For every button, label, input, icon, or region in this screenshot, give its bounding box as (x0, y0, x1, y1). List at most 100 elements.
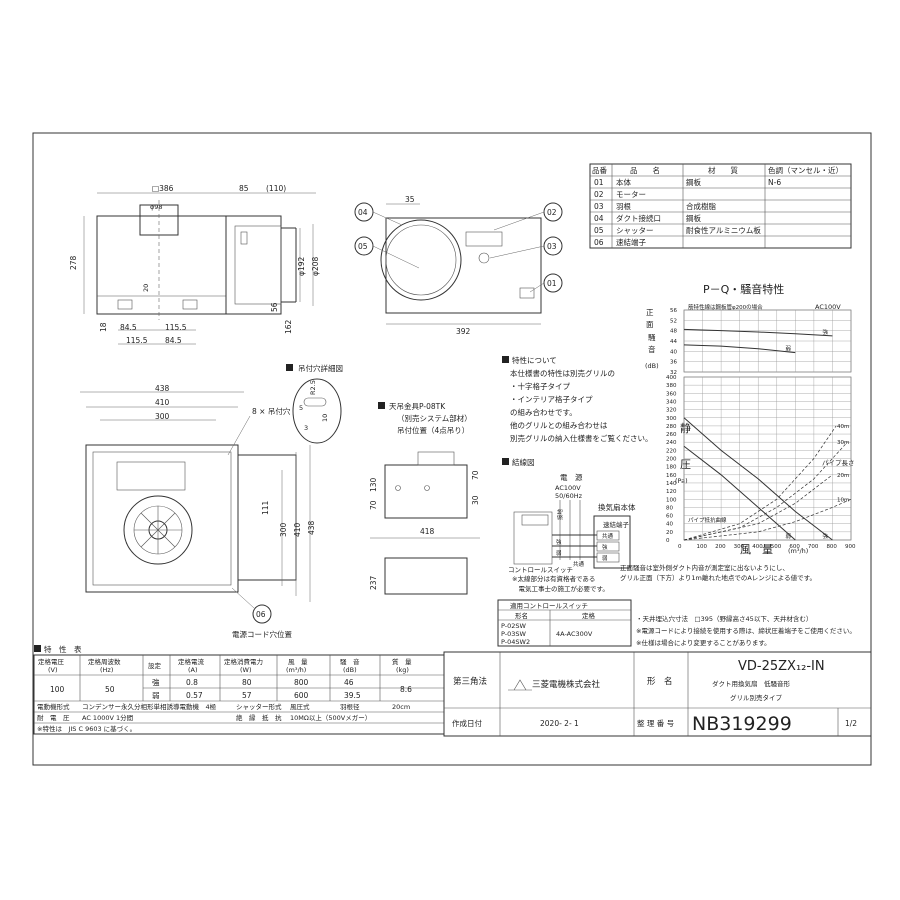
spec-withstand-label: 耐 電 圧 (37, 714, 70, 722)
dim-300-h: 300 (279, 522, 288, 537)
spec-shutter: 風圧式 (290, 702, 310, 711)
pq-y-tick-20: 400 (666, 375, 677, 381)
static-axis-1: 静 (680, 421, 691, 435)
x-tick-4: 400 (752, 544, 763, 550)
detail-r25: R2.5 (309, 380, 317, 395)
spec-flow-0: 800 (294, 678, 309, 687)
parts-header-name: 品 名 (630, 165, 660, 175)
plan-view: 438 410 300 8 × 吊付穴 111 300 410 438 06 電… (80, 384, 316, 639)
parts-header-no: 品番 (592, 165, 607, 175)
model: VD-25ZX₁₂-IN (738, 659, 825, 674)
pipe-legend: パイプ長さ (822, 459, 855, 467)
power-spec-2: 50/60Hz (555, 492, 583, 500)
spec-motor-label: 電動機形式 (37, 702, 70, 711)
x-tick-7: 700 (808, 544, 819, 550)
dim-70-b: 70 (471, 470, 480, 480)
x-tick-8: 800 (826, 544, 837, 550)
dim-115-5-a: 115.5 (165, 323, 187, 332)
title-block: 第三角法 三菱電機株式会社 形 名 VD-25ZX₁₂-IN ダクト用換気扇 低… (443, 651, 872, 737)
callout-05: 05 (358, 242, 368, 251)
noise-y-tick-0: 32 (670, 370, 677, 376)
callout-02: 02 (547, 208, 557, 217)
right-note-2: ※電源コードにより接続を使用する際は、締状圧着端子をご使用ください。 (636, 626, 856, 635)
noise-line-label-1: 弱 (785, 346, 791, 353)
pq-y-tick-14: 280 (666, 424, 677, 430)
parts-cell-0-3: N-6 (768, 178, 781, 187)
spec-h-mass: 質 量 (392, 657, 412, 666)
dim-18: 18 (99, 322, 108, 332)
pq-line-2 (683, 425, 837, 541)
pq-y-tick-0: 0 (666, 538, 670, 544)
date: 2020- 2- 1 (540, 719, 579, 728)
bracket-line1: （別売システム部材） (397, 413, 472, 423)
noise-axis-label: 騒 (648, 333, 656, 342)
spec-h-setting: 設定 (148, 661, 162, 670)
pq-line-label-1: 弱 (785, 533, 791, 540)
spec-insulation-label: 絶 縁 抵 抗 (236, 713, 282, 722)
company-logo (508, 679, 532, 691)
switch-model-3: P-04SW2 (501, 638, 530, 646)
dim-85: 85 (239, 184, 249, 193)
dim-208: φ208 (311, 257, 320, 276)
callout-06: 06 (256, 610, 266, 619)
spec-h-noise: 騒 音 (340, 657, 360, 666)
spec-mass: 8.6 (400, 685, 412, 694)
power-spec-1: AC100V (555, 484, 581, 492)
dim-56: 56 (270, 302, 279, 312)
parts-cell-1-1: モーター (616, 190, 646, 199)
noise-line-0 (683, 328, 833, 337)
noise-y-tick-2: 40 (670, 349, 677, 355)
wiring-note-1: ※太線部分は有資格者である (512, 574, 595, 583)
spec-h-current: 定格電流 (178, 657, 205, 666)
parts-cell-3-2: 鋼板 (686, 213, 701, 223)
pq-line-0 (683, 417, 833, 541)
detail-5: 5 (299, 404, 303, 412)
end-view: 35 392 04 05 02 03 01 (354, 195, 563, 336)
switch-model-2: P-03SW (501, 630, 527, 638)
switch-header-rating: 定格 (582, 611, 596, 620)
static-unit: (Pa) (675, 477, 688, 485)
right-note-1: ・天井埋込穴寸法 □395（野縁高さ45以下、天井材含む） (636, 614, 812, 623)
spec-h-voltage: 定格電圧 (38, 657, 65, 666)
spec-power-0: 80 (242, 678, 252, 687)
chart-top-note: 筋特性線は鋼板管φ200の場合 (688, 303, 763, 311)
parts-cell-1-0: 02 (594, 190, 604, 199)
spec-h-freq-unit: (Hz) (100, 666, 113, 674)
noise-y-tick-3: 44 (670, 339, 677, 345)
feature-line-1: ・十字格子タイプ (510, 381, 570, 391)
parts-cell-2-0: 03 (594, 202, 604, 211)
switch-header-model: 形名 (515, 611, 528, 620)
chart-title: P－Q・騒音特性 (703, 282, 784, 296)
dim-192: φ192 (297, 257, 306, 276)
spec-h-freq: 定格周波数 (88, 657, 121, 666)
terminal-common: 共通 (602, 532, 614, 540)
noise-axis-word-2: 面 (646, 320, 654, 329)
noise-note-1: 正面騒音は室外側ダクト内音が測定室に出ないようにし、 (620, 563, 789, 572)
spec-h-power: 定格消費電力 (224, 657, 263, 666)
drawing-number: NB319299 (692, 713, 792, 735)
spec-h-current-unit: (A) (188, 666, 198, 674)
pq-y-tick-8: 160 (666, 473, 677, 479)
callout-03: 03 (547, 242, 557, 251)
noise-y-tick-1: 36 (670, 360, 677, 366)
spec-voltage: 100 (50, 685, 65, 694)
pq-line-label-5: 10m (837, 497, 849, 503)
spec-motor: コンデンサー永久分相形単相誘導電動機 4極 (82, 702, 217, 711)
switch-table-title: 適用コントロールスイッチ (510, 601, 588, 610)
dim-84-5-b: 84.5 (165, 336, 182, 345)
feature-line-2: ・インテリア格子タイプ (510, 394, 593, 404)
parts-cell-4-1: シャッター (616, 226, 654, 235)
pq-line-label-4: 20m (837, 473, 849, 479)
hole-label: 8 × 吊付穴 (252, 406, 291, 416)
feature-notes: 特性について 本仕様書の特性は別売グリルの・十字格子タイプ・インテリア格子タイプ… (502, 355, 653, 467)
model-desc-1: ダクト用換気扇 低騒音形 (712, 679, 791, 688)
spec-h-voltage-unit: (V) (48, 666, 58, 674)
pq-y-tick-3: 60 (666, 514, 673, 520)
date-label: 作成日付 (452, 718, 482, 728)
flow-label: 風 量 (740, 543, 773, 556)
spec-noise-1: 39.5 (344, 691, 361, 700)
wiring-diagram: 電 源 AC100V 50/60Hz 接地 換気扇本体 速結端子 共通 強 弱 … (497, 473, 636, 647)
spec-h-power-unit: (W) (240, 666, 252, 674)
detail-10: 10 (321, 414, 329, 422)
dim-111: 111 (261, 500, 270, 515)
